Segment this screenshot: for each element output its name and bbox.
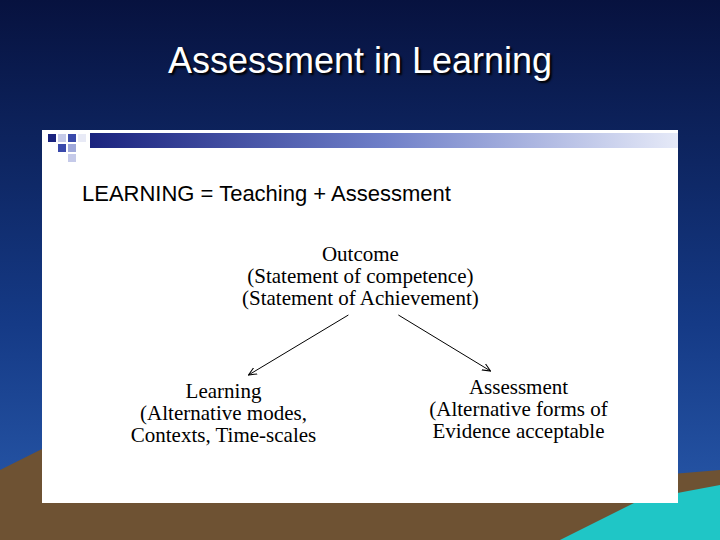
white-panel: [42, 130, 678, 503]
square: [58, 144, 66, 152]
square: [48, 134, 56, 142]
square: [68, 144, 76, 152]
header-bar: [90, 133, 678, 148]
square: [78, 134, 86, 142]
node-body: (Alternative modes, Contexts, Time-scale…: [116, 402, 331, 446]
node-body: (Statement of Achievement): [242, 287, 479, 309]
node-body: (Statement of competence): [242, 265, 479, 287]
text-node: Assessment(Alternative forms of Evidence…: [407, 374, 630, 444]
text-node: Learning(Alternative modes, Contexts, Ti…: [112, 378, 335, 448]
square: [68, 154, 76, 162]
corner-squares: [48, 134, 86, 162]
node-heading: Outcome: [242, 243, 479, 265]
node-heading: Assessment: [411, 376, 626, 398]
text-node: Outcome(Statement of competence)(Stateme…: [238, 241, 483, 311]
square: [68, 134, 76, 142]
arrow-connector: [249, 315, 349, 375]
equation-label: LEARNING = Teaching + Assessment: [82, 181, 451, 207]
square: [58, 134, 66, 142]
arrow-connector: [398, 315, 490, 371]
node-body: (Alternative forms of Evidence acceptabl…: [411, 398, 626, 442]
slide-title: Assessment in Learning: [0, 40, 720, 82]
node-heading: Learning: [116, 380, 331, 402]
